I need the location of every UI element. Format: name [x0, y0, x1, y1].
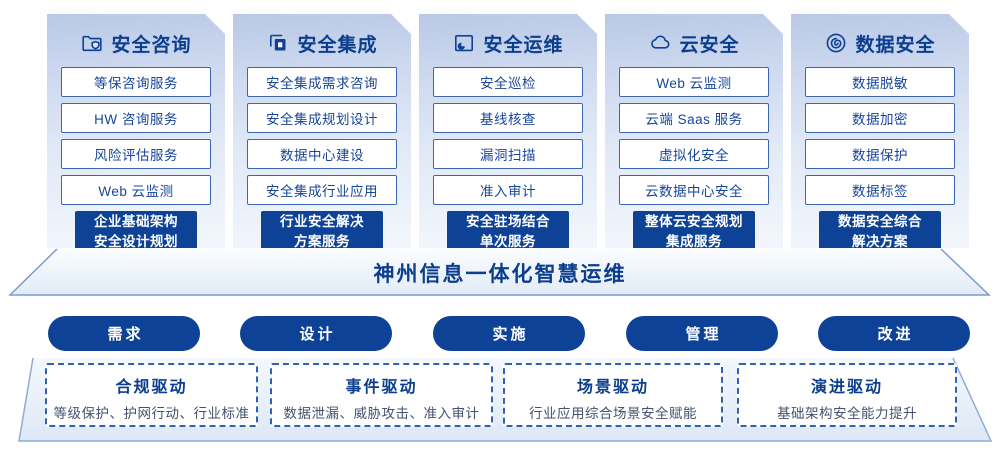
driver-box-evolution: 演进驱动 基础架构安全能力提升	[737, 363, 957, 427]
driver-box-compliance: 合规驱动 等级保护、护网行动、行业标准	[45, 363, 258, 427]
service-item: 安全巡检	[433, 67, 583, 97]
driver-box-scenario: 场景驱动 行业应用综合场景安全赋能	[503, 363, 723, 427]
column-footer: 企业基础架构 安全设计规划	[75, 211, 197, 253]
service-column-operations: 安全运维 安全巡检 基线核查 漏洞扫描 准入审计 安全驻场结合 单次服务	[419, 14, 597, 248]
footer-line: 集成服务	[666, 234, 722, 249]
column-title: 安全集成	[297, 34, 378, 56]
column-header: 安全运维	[419, 14, 597, 57]
driver-desc: 行业应用综合场景安全赋能	[529, 406, 697, 421]
service-item: 安全集成规划设计	[247, 103, 397, 133]
column-header: 数据安全	[791, 14, 969, 57]
footer-line: 方案服务	[294, 234, 350, 249]
service-item: 准入审计	[433, 175, 583, 205]
footer-line: 数据安全综合	[838, 214, 922, 230]
folder-shield-icon	[80, 31, 104, 55]
banner-ribbon-shape	[8, 248, 991, 296]
data-spiral-icon	[824, 31, 848, 55]
service-item-list: 安全巡检 基线核查 漏洞扫描 准入审计 安全驻场结合 单次服务	[433, 67, 583, 253]
cloud-icon	[648, 31, 672, 55]
service-column-integration: 安全集成 安全集成需求咨询 安全集成规划设计 数据中心建设 安全集成行业应用 行…	[233, 14, 411, 248]
service-item: HW 咨询服务	[61, 103, 211, 133]
service-item: 数据标签	[805, 175, 955, 205]
process-step-demand: 需求	[48, 316, 200, 351]
footer-line: 单次服务	[480, 234, 536, 249]
footer-line: 整体云安全规划	[645, 214, 743, 230]
service-item: 虚拟化安全	[619, 139, 769, 169]
column-footer: 安全驻场结合 单次服务	[447, 211, 569, 253]
service-item: 基线核查	[433, 103, 583, 133]
column-footer: 数据安全综合 解决方案	[819, 211, 941, 253]
service-item: Web 云监测	[619, 67, 769, 97]
service-column-data-security: 数据安全 数据脱敏 数据加密 数据保护 数据标签 数据安全综合 解决方案	[791, 14, 969, 248]
footer-line: 行业安全解决	[280, 214, 364, 230]
service-item: 数据加密	[805, 103, 955, 133]
column-title: 安全运维	[483, 34, 564, 56]
process-step-improve: 改进	[818, 316, 970, 351]
driver-title: 场景驱动	[576, 379, 649, 396]
service-item-list: 安全集成需求咨询 安全集成规划设计 数据中心建设 安全集成行业应用 行业安全解决…	[247, 67, 397, 253]
column-title: 云安全	[679, 34, 740, 56]
column-footer: 整体云安全规划 集成服务	[633, 211, 755, 253]
footer-line: 安全设计规划	[94, 234, 178, 249]
driver-desc: 基础架构安全能力提升	[777, 406, 917, 421]
driver-title: 演进驱动	[810, 379, 883, 396]
footer-line: 企业基础架构	[94, 214, 178, 230]
copy-icon	[266, 31, 290, 55]
column-header: 安全集成	[233, 14, 411, 57]
process-step-manage: 管理	[626, 316, 778, 351]
ops-box-icon	[452, 31, 476, 55]
banner-title: 神州信息一体化智慧运维	[373, 263, 627, 286]
footer-line: 安全驻场结合	[466, 214, 550, 230]
service-item: 漏洞扫描	[433, 139, 583, 169]
driver-desc: 数据泄漏、威胁攻击、准入审计	[283, 406, 480, 421]
service-item: 等保咨询服务	[61, 67, 211, 97]
column-header: 安全咨询	[47, 14, 225, 57]
column-title: 安全咨询	[111, 34, 192, 56]
process-step-design: 设计	[240, 316, 392, 351]
footer-line: 解决方案	[852, 234, 908, 249]
column-footer: 行业安全解决 方案服务	[261, 211, 383, 253]
driver-title: 事件驱动	[345, 379, 418, 396]
service-item: 数据脱敏	[805, 67, 955, 97]
service-item-list: Web 云监测 云端 Saas 服务 虚拟化安全 云数据中心安全 整体云安全规划…	[619, 67, 769, 253]
service-item: Web 云监测	[61, 175, 211, 205]
process-step-implement: 实施	[433, 316, 585, 351]
service-item: 云数据中心安全	[619, 175, 769, 205]
service-item: 风险评估服务	[61, 139, 211, 169]
column-header: 云安全	[605, 14, 783, 57]
service-item: 数据中心建设	[247, 139, 397, 169]
service-item: 安全集成行业应用	[247, 175, 397, 205]
service-item-list: 等保咨询服务 HW 咨询服务 风险评估服务 Web 云监测 企业基础架构 安全设…	[61, 67, 211, 253]
service-item: 云端 Saas 服务	[619, 103, 769, 133]
service-item-list: 数据脱敏 数据加密 数据保护 数据标签 数据安全综合 解决方案	[805, 67, 955, 253]
service-item: 安全集成需求咨询	[247, 67, 397, 97]
column-title: 数据安全	[855, 34, 936, 56]
service-column-consulting: 安全咨询 等保咨询服务 HW 咨询服务 风险评估服务 Web 云监测 企业基础架…	[47, 14, 225, 248]
driver-box-incident: 事件驱动 数据泄漏、威胁攻击、准入审计	[270, 363, 493, 427]
driver-title: 合规驱动	[115, 379, 188, 396]
driver-desc: 等级保护、护网行动、行业标准	[53, 406, 250, 421]
service-column-cloud-security: 云安全 Web 云监测 云端 Saas 服务 虚拟化安全 云数据中心安全 整体云…	[605, 14, 783, 248]
service-item: 数据保护	[805, 139, 955, 169]
